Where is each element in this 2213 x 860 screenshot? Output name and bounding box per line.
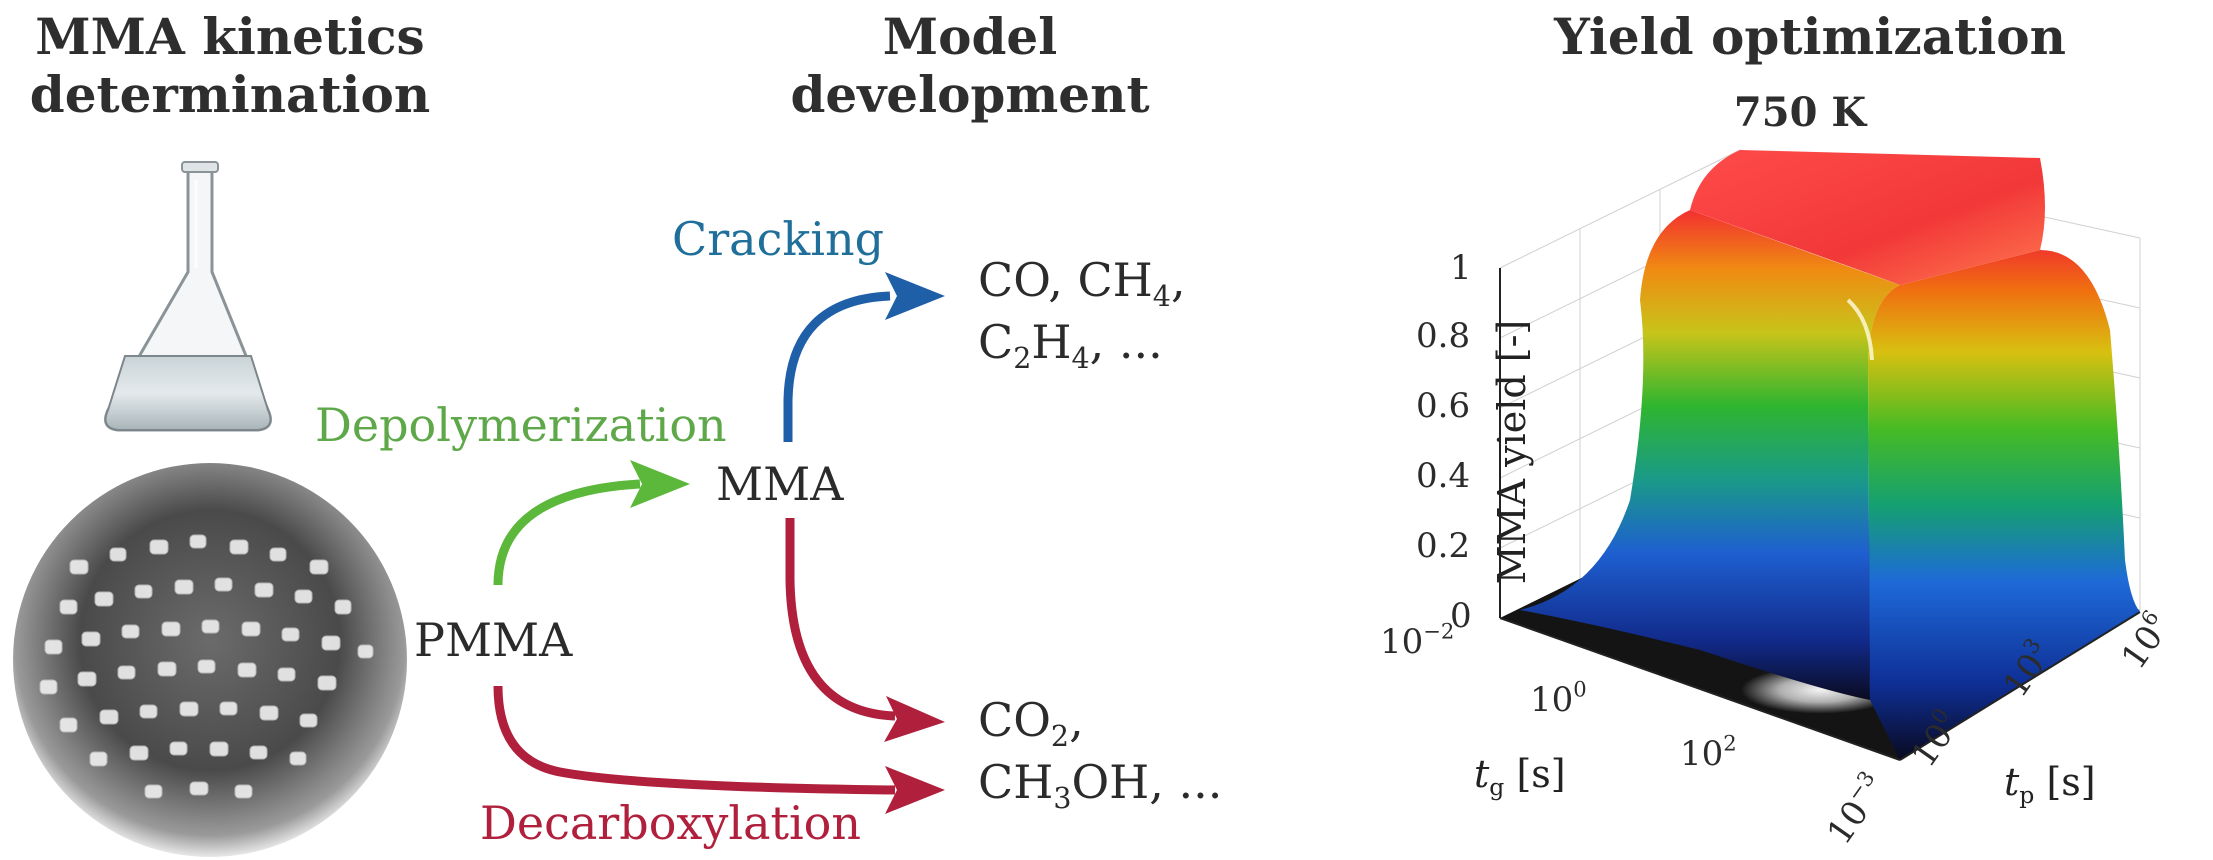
kinetics-heading-line1: MMA kinetics (35, 7, 425, 66)
cracking-ellipsis: , ... (1089, 315, 1163, 369)
z-axis-label: MMA yield [-] (1490, 242, 1534, 662)
tg-tick-1e0-base: 10 (1530, 680, 1574, 720)
product-c2h4-h: H (1031, 315, 1072, 369)
cracking-products: CO, CH4, C2H4, ... (978, 252, 1186, 373)
flask-icon (104, 161, 272, 432)
z-tick-0.4: 0.4 (1416, 456, 1471, 496)
yield-surface-plot (1499, 149, 2141, 761)
z-tick-1: 1 (1450, 248, 1472, 288)
product-co-ch4: CO, CH (978, 253, 1153, 307)
mma-label: MMA (716, 457, 844, 511)
tp-subscript: p (2019, 781, 2035, 810)
cracking-arrow (783, 272, 945, 442)
tg-tick-1e0: 100 (1530, 678, 1587, 720)
temperature-label: 750 K (1733, 89, 1867, 136)
model-heading: Model development (750, 8, 1190, 124)
z-tick-0.8: 0.8 (1416, 316, 1471, 356)
tg-subscript: g (1489, 773, 1505, 802)
ch3oh-rest: OH, ... (1071, 755, 1223, 809)
model-heading-line2: development (790, 65, 1150, 124)
tp-unit: [s] (2046, 760, 2096, 804)
yield-heading-title: Yield optimization (1554, 7, 2066, 66)
tg-symbol: t (1474, 752, 1490, 796)
co2-subscript: 2 (1050, 719, 1070, 753)
model-heading-line1: Model (882, 7, 1058, 66)
yield-heading: Yield optimization (1500, 8, 2120, 66)
h4-subscript: 4 (1071, 341, 1090, 375)
decarboxylation-label: Decarboxylation (480, 796, 862, 850)
tg-tick-1e2: 102 (1680, 732, 1737, 774)
tg-axis-label: tg [s] (1474, 752, 1566, 799)
kinetics-heading-line2: determination (29, 65, 431, 124)
tp-axis-label: tp [s] (2004, 760, 2096, 807)
tg-unit: [s] (1516, 752, 1566, 796)
decarboxylation-products: CO2, CH3OH, ... (978, 692, 1223, 813)
pmma-label: PMMA (414, 613, 573, 667)
pmma-pellets-image (13, 463, 407, 857)
kinetics-heading: MMA kinetics determination (0, 8, 460, 124)
depolymerization-label: Depolymerization (315, 398, 727, 452)
z-axis-label-text: MMA yield [-] (1490, 319, 1534, 585)
product-c2h4-c: C (978, 315, 1014, 369)
tg-tick-1e0-exp: 0 (1573, 676, 1587, 702)
mma-to-decarboxylation-arrow (785, 518, 945, 742)
tg-tick-1e-2-exp: −2 (1423, 618, 1455, 644)
z-tick-0.2: 0.2 (1416, 526, 1471, 566)
decarboxylation-arrow (493, 685, 945, 814)
ch4-comma: , (1170, 253, 1186, 307)
tg-tick-1e2-exp: 2 (1723, 730, 1737, 756)
depolymerization-arrow (493, 460, 690, 586)
ch3-subscript: 3 (1053, 781, 1072, 815)
cracking-label: Cracking (672, 212, 885, 266)
tg-tick-1e-2-base: 10 (1380, 622, 1424, 662)
tg-tick-1e2-base: 10 (1680, 734, 1724, 774)
co2-comma: , (1069, 693, 1084, 747)
tg-tick-1e-2: 10−2 (1380, 620, 1454, 662)
z-tick-0.6: 0.6 (1416, 386, 1471, 426)
tp-symbol: t (2004, 760, 2020, 804)
product-ch3oh: CH (978, 755, 1054, 809)
z-tick-0: 0 (1450, 596, 1472, 636)
ch4-subscript: 4 (1152, 279, 1171, 313)
product-co2: CO (978, 693, 1051, 747)
c2-subscript: 2 (1013, 341, 1032, 375)
